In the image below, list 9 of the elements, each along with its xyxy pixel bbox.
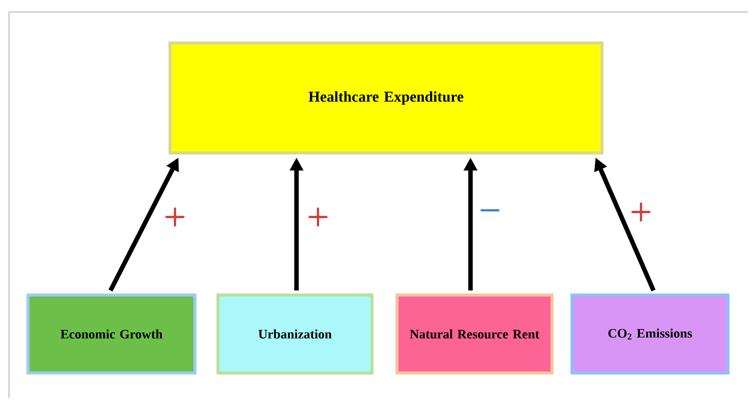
factor-box: Natural Resource Rent (396, 294, 554, 374)
sign-label: − (480, 209, 500, 212)
sign-label: + (165, 207, 185, 227)
sign-label: + (308, 207, 328, 227)
factor-box: Economic Growth (26, 294, 196, 374)
sign-label: + (631, 202, 650, 222)
factor-box: Urbanization (216, 294, 374, 374)
factor-box: CO$_{2}$ Emissions (570, 294, 730, 374)
title-box: Healthcare Expenditure (168, 42, 604, 154)
